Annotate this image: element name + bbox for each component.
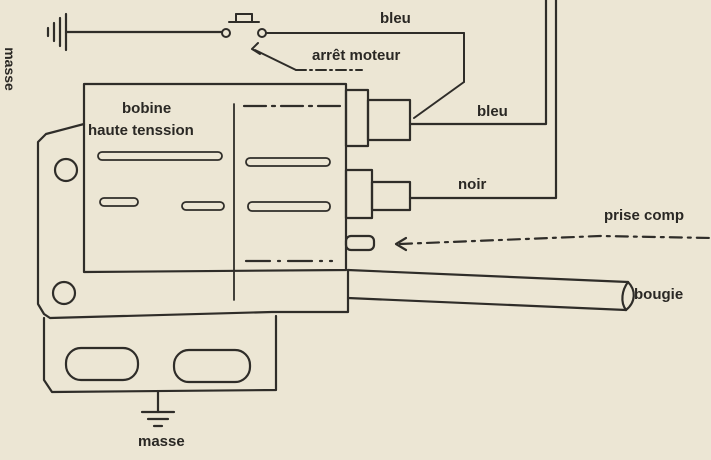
ground-symbol-top [46, 12, 224, 52]
label-haute-tension: haute tenssion [88, 122, 194, 139]
stop-switch [221, 13, 465, 119]
wiring-right [346, 0, 711, 312]
label-bleu-top: bleu [380, 10, 411, 27]
label-arret-moteur: arrêt moteur [312, 47, 401, 64]
label-bobine: bobine [122, 100, 172, 117]
label-noir: noir [458, 176, 487, 193]
label-masse-bottom: masse [138, 433, 185, 450]
mounting-bracket [36, 122, 350, 394]
ground-symbol-bottom [140, 390, 176, 428]
label-prise-comp: prise comp [604, 207, 685, 224]
label-masse-side: masse [1, 47, 18, 91]
coil-body [82, 82, 412, 301]
label-bougie: bougie [634, 286, 684, 303]
label-bleu-right: bleu [477, 103, 508, 120]
